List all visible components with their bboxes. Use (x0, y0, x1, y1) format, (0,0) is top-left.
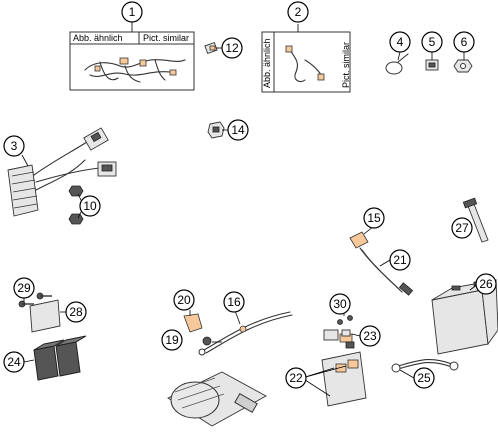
callout-27-label: 27 (455, 221, 469, 235)
callout-20-label: 20 (177, 293, 191, 307)
callout-1-label: 1 (129, 5, 136, 19)
callout-27: 27 (451, 217, 473, 239)
part-27-fuse-puller (462, 197, 489, 243)
callout-24-label: 24 (7, 355, 21, 369)
part-24-relay-pair (33, 335, 87, 381)
callout-10-label: 10 (83, 199, 97, 213)
part-23-clip (341, 329, 351, 337)
callout-19-label: 19 (165, 333, 179, 347)
callout-4-label: 4 (397, 35, 404, 49)
callout-26-label: 26 (479, 277, 493, 291)
callout-23-label: 23 (363, 329, 377, 343)
part-25-ground-cable (391, 358, 459, 373)
callout-24: 24 (3, 351, 25, 373)
callout-25-label: 25 (417, 371, 431, 385)
callout-16-label: 16 (227, 295, 241, 309)
harness-main-label-de: Abb. ähnlich (73, 33, 123, 43)
harness-secondary-label-de: Abb. ähnlich (262, 38, 272, 88)
part-3-regulator (7, 127, 117, 217)
callout-3-label: 3 (11, 139, 18, 153)
callout-15: 15 (363, 207, 385, 229)
callout-29-label: 29 (17, 281, 31, 295)
part-6-nut (453, 59, 473, 73)
callout-23: 23 (359, 325, 381, 347)
part-19-nut (202, 336, 212, 346)
callout-12-label: 12 (225, 41, 239, 55)
callout-2: 2 (287, 1, 309, 23)
callout-29: 29 (13, 277, 35, 299)
callout-28: 28 (65, 301, 87, 323)
callout-21: 21 (389, 249, 411, 271)
callout-5-label: 5 (429, 35, 436, 49)
harness-main-group: Abb. ähnlich Pict. similar (69, 22, 195, 91)
callout-6-label: 6 (461, 35, 468, 49)
callout-14-label: 14 (231, 123, 245, 137)
starter-motor (167, 371, 267, 427)
callout-25: 25 (413, 367, 435, 389)
callout-30-label: 30 (333, 297, 347, 311)
callout-4: 4 (389, 31, 411, 53)
part-12-connector (204, 41, 218, 55)
part-29-screws (18, 292, 52, 308)
callout-1: 1 (121, 1, 143, 23)
part-5-connector (425, 59, 439, 71)
callout-5: 5 (421, 31, 443, 53)
part-4-cable-tie (385, 53, 409, 75)
callout-22-label: 22 (289, 371, 303, 385)
part-28-bracket (29, 299, 61, 333)
part-10-nuts (68, 185, 84, 225)
part-30-screws (337, 315, 353, 325)
callout-3: 3 (3, 135, 25, 157)
part-15-cap (349, 231, 369, 249)
harness-secondary-group: Abb. ähnlich Pict. similar (261, 24, 351, 93)
part-26-battery (431, 279, 498, 355)
leader-lines (21, 47, 479, 397)
harness-secondary-frame (261, 31, 351, 93)
harness-main-label-en: Pict. similar (143, 33, 189, 43)
harness-secondary-label-en: Pict. similar (341, 42, 351, 88)
callout-19: 19 (161, 329, 183, 351)
callout-26: 26 (475, 273, 497, 295)
callout-20: 20 (173, 289, 195, 311)
callout-21-label: 21 (393, 253, 407, 267)
callout-30: 30 (329, 293, 351, 315)
callout-6: 6 (453, 31, 475, 53)
part-20-cap (183, 313, 203, 333)
callout-16: 16 (223, 291, 245, 313)
callout-14: 14 (227, 119, 249, 141)
callout-12: 12 (221, 37, 243, 59)
part-21-cable (359, 247, 414, 296)
part-14-fuse-holder (207, 121, 225, 139)
callout-2-label: 2 (295, 5, 302, 19)
part-16-cable (198, 311, 293, 356)
callout-28-label: 28 (69, 305, 83, 319)
callout-22: 22 (285, 367, 307, 389)
part-22-relays (321, 329, 367, 407)
callout-10: 10 (79, 195, 101, 217)
callout-15-label: 15 (367, 211, 381, 225)
